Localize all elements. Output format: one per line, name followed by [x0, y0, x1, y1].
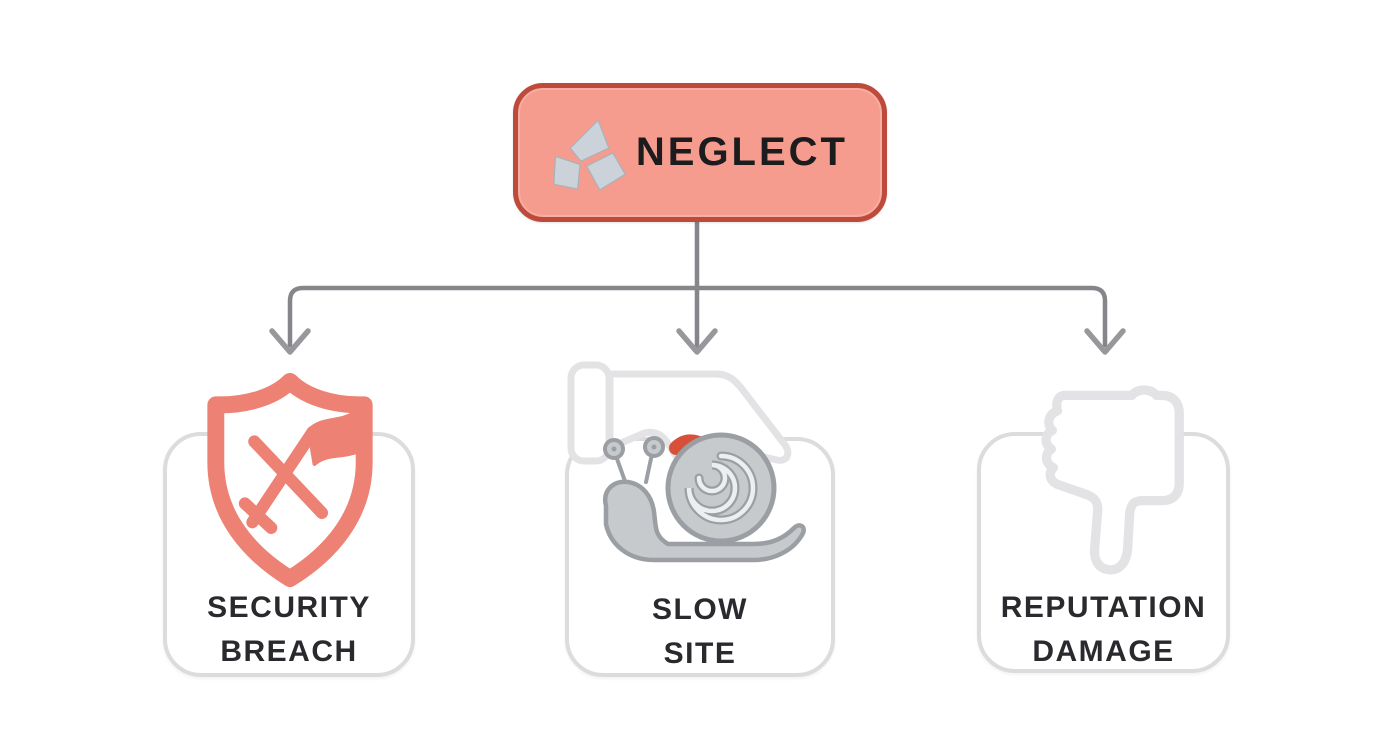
label-line: SECURITY [207, 591, 371, 624]
broken-pieces-icon [553, 119, 626, 191]
snail-icon [602, 432, 806, 563]
label-line: REPUTATION [1000, 591, 1207, 624]
label-line: SLOW [652, 593, 748, 626]
shield-flag-icon [207, 372, 373, 588]
snail-hand-icon [567, 361, 806, 563]
root-node-label: NEGLECT [635, 130, 848, 174]
label-reputation-damage: REPUTATION DAMAGE [967, 586, 1240, 674]
label-line: BREACH [220, 635, 358, 668]
label-security-breach: SECURITY BREACH [163, 586, 415, 674]
thumbs-down-icon [1041, 385, 1184, 575]
label-slow-site: SLOW SITE [565, 588, 835, 676]
label-line: DAMAGE [1032, 635, 1175, 668]
node-neglect: NEGLECT [513, 83, 887, 222]
label-line: SITE [663, 637, 737, 670]
